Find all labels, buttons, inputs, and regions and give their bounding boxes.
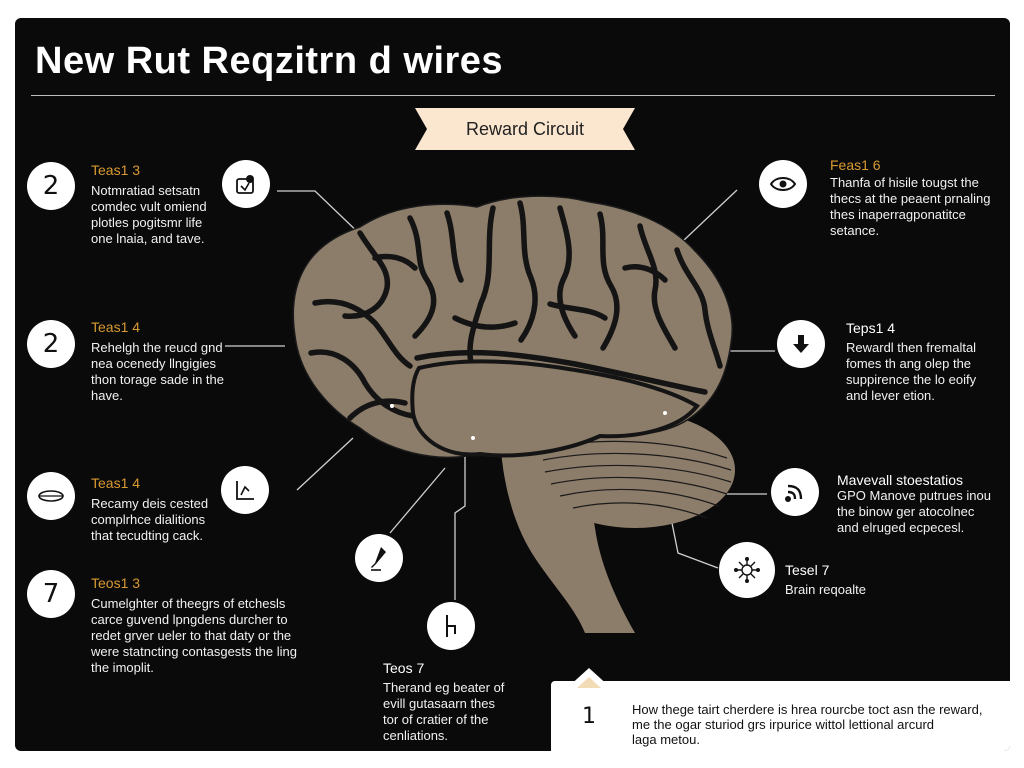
step-right2-title: Teps1 4 (846, 320, 896, 336)
title-divider (31, 95, 995, 96)
step-left4-title: Teos1 3 (91, 575, 141, 591)
step-left3-text: Recamy deis cested complrhce dialitions … (91, 496, 209, 543)
step-bottom-text: Therand eg beater of evill gutasaarn the… (383, 680, 505, 743)
footer-box (551, 681, 1010, 751)
connector-chart (296, 437, 354, 491)
diagram-panel: New Rut Reqzitrn d wires Reward Circuit (15, 18, 1010, 751)
brain-sulci (308, 200, 723, 421)
step-left4-number-circle: 7 (27, 570, 75, 618)
eye-outline-icon (27, 472, 75, 520)
brain-stem (500, 438, 635, 633)
step-left3-title: Teas1 4 (91, 475, 141, 491)
step-bottom-title: Teos 7 (383, 660, 425, 676)
letter-k-icon (427, 602, 475, 650)
page-title: New Rut Reqzitrn d wires (35, 40, 504, 82)
step-right1-text: Thanfa of hisile tougst the thecs at the… (830, 175, 991, 238)
footer-text: How thege tairt cherdere is hrea rourcbe… (632, 702, 983, 747)
temporal-lobe (410, 359, 700, 458)
footer-number: 1 (582, 704, 596, 729)
step-left2-title: Teas1 4 (91, 319, 141, 335)
tag-icon (222, 160, 270, 208)
footer-notch (567, 668, 611, 688)
brain-marker-1 (471, 436, 475, 440)
banner-ribbon-shape (415, 108, 635, 150)
step-left2-number-circle: 2 (27, 320, 75, 368)
network-icon (719, 542, 775, 598)
step-right2-text: Rewardl then fremaltal fomes th ang olep… (846, 340, 977, 403)
flask-icon (355, 534, 403, 582)
step-left4-number: 7 (42, 579, 60, 609)
chart-icon (221, 466, 269, 514)
step-right4-title: Tesel 7 (785, 562, 830, 578)
banner-label: Reward Circuit (465, 119, 585, 139)
eye-icon (759, 160, 807, 208)
step-left1-title: Teas1 3 (91, 162, 141, 178)
connector-k (454, 448, 466, 600)
brain-illustration (292, 195, 735, 633)
download-icon (777, 320, 825, 368)
brain-marker-2 (390, 404, 394, 408)
step-left1-number: 2 (42, 171, 60, 201)
brain-marker-3 (663, 411, 667, 415)
step-right4-text: Brain reqoalte (785, 582, 866, 597)
step-left2-number: 2 (42, 329, 60, 359)
step-right3-title: Mavevall stoestatios (837, 472, 964, 488)
wifi-icon (771, 468, 819, 516)
connector-flask (389, 467, 446, 534)
step-right3-text: GPO Manove putrues inou the binow ger at… (837, 488, 991, 535)
step-left1-number-circle: 2 (27, 162, 75, 210)
reward-circuit-banner: Reward Circuit (415, 108, 635, 150)
step-left2-text: Rehelgh the reucd gnd nea ocenedy llngig… (91, 340, 224, 403)
step-left4-text: Cumelghter of theegrs of etchesls carce … (91, 596, 297, 675)
step-left1-text: Notmratiad setsatn comdec vult omiend pl… (91, 183, 207, 246)
step-right1-title: Feas1 6 (830, 157, 881, 173)
cerebellum-folds (542, 440, 732, 519)
